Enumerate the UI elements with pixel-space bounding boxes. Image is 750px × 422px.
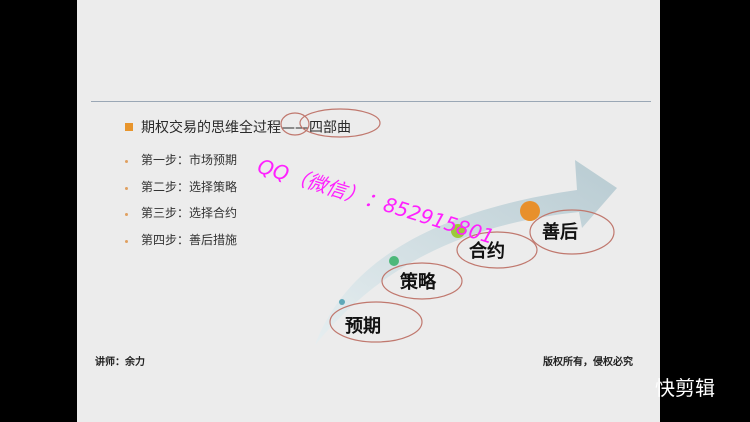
bullet-icon [125, 187, 128, 190]
slide-title: 期权交易的思维全过程——四部曲 [141, 120, 351, 136]
progress-arrow-graphic [280, 108, 617, 345]
arrow-shape [315, 160, 617, 345]
bullet-icon [125, 213, 128, 216]
divider [91, 101, 651, 102]
step-2: 第二步：选择策略 [141, 180, 238, 194]
corner-watermark: 快剪辑 [655, 376, 715, 400]
step-3: 第三步：选择合约 [141, 206, 238, 220]
stage-dot-1 [339, 299, 345, 305]
stage-label-1: 预期 [345, 316, 381, 337]
stage-dot-3 [451, 224, 465, 238]
step-4: 第四步：善后措施 [141, 233, 238, 247]
stage-label-2: 策略 [400, 272, 436, 293]
title-bullet-icon [125, 123, 133, 131]
bullet-icon [125, 160, 128, 163]
stage-label-4: 善后 [542, 222, 578, 243]
step-1: 第一步：市场预期 [141, 153, 238, 167]
stage-label-3: 合约 [469, 241, 505, 262]
slide: 期权交易的思维全过程——四部曲 第一步：市场预期 第二步：选择策略 第三步：选择… [77, 0, 660, 422]
stage-dot-2 [389, 256, 399, 266]
annotation-circles [280, 108, 615, 343]
lecturer-label: 讲师：余力 [95, 357, 145, 368]
copyright-label: 版权所有，侵权必究 [543, 357, 633, 368]
stage-dot-4 [520, 201, 540, 221]
bullet-icon [125, 240, 128, 243]
